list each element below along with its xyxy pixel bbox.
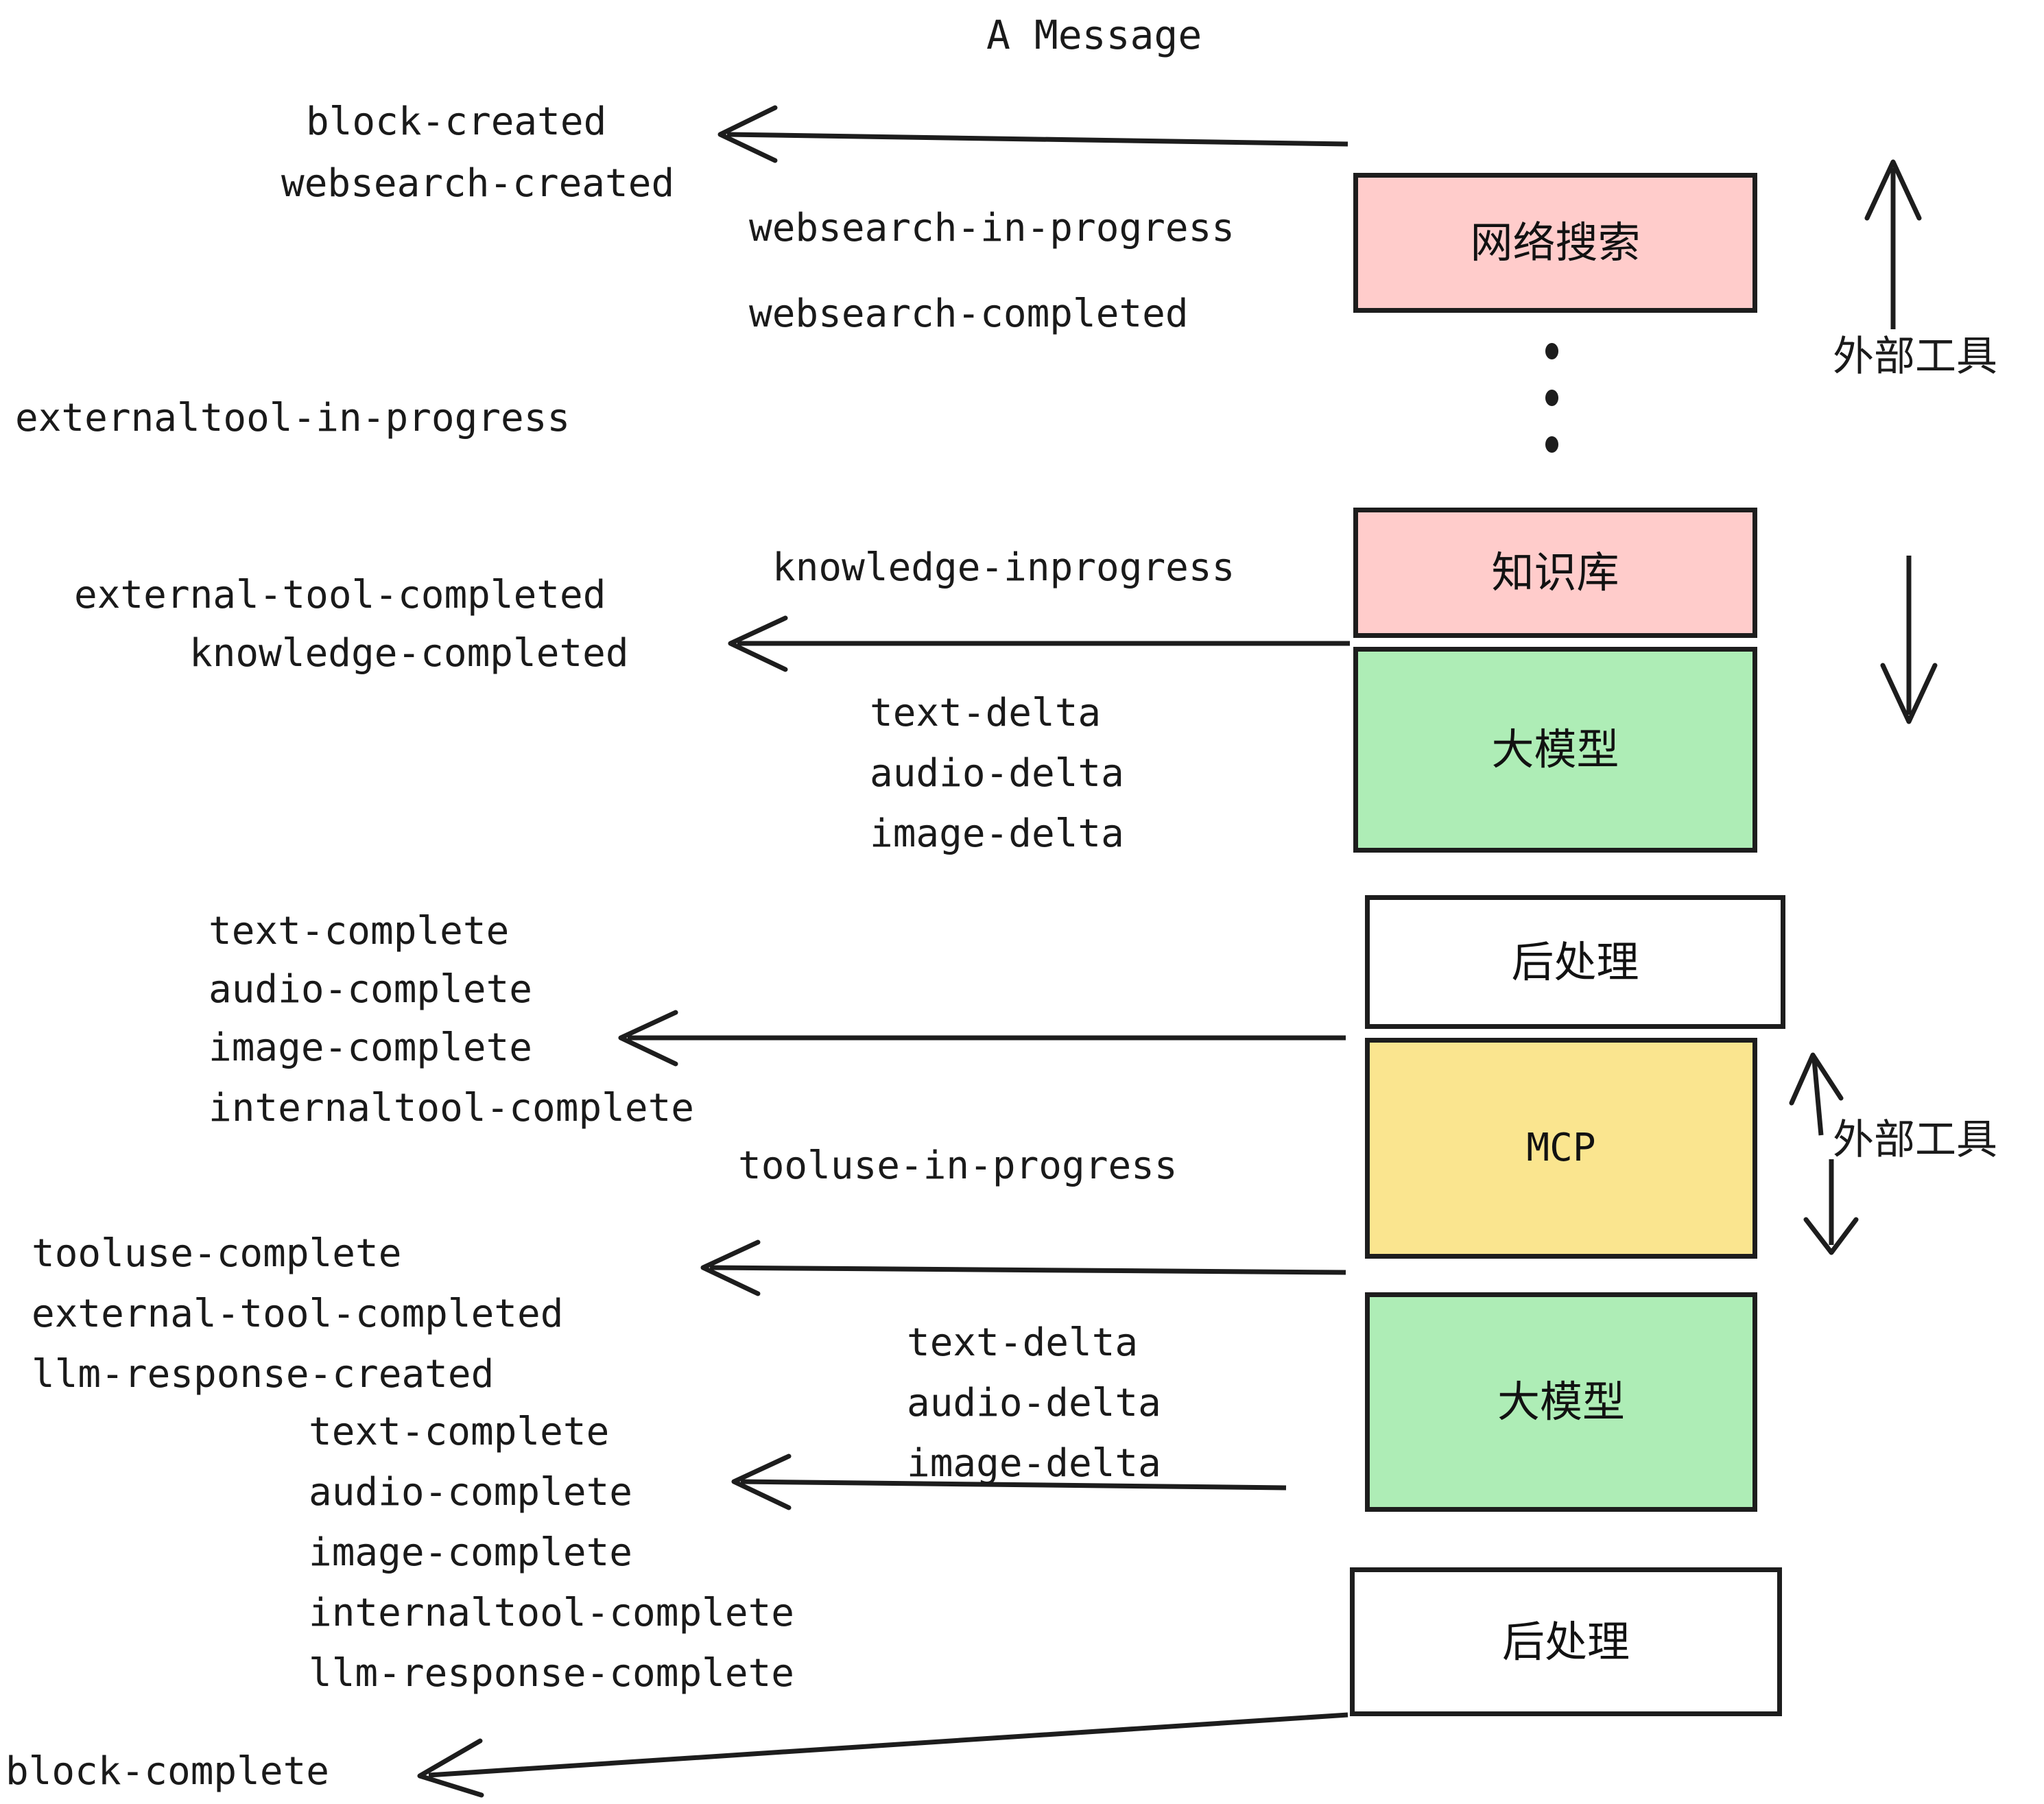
side-label-external-tools-top: 外部工具 [1833,333,1997,381]
arrow-block-complete [417,1712,1348,1798]
arrow-image-complete-top [618,1010,1346,1067]
event-audio-complete-2: audio-complete [309,1470,633,1515]
event-audio-delta-1: audio-delta [870,751,1124,796]
box-postprocess-top[interactable]: 后处理 [1365,895,1785,1029]
box-websearch-label: 网络搜索 [1470,217,1641,268]
event-websearch-completed: websearch-completed [749,292,1189,336]
event-text-complete-2: text-complete [309,1410,610,1454]
double-arrow-external-tools-top [1864,159,1938,724]
box-llm-bottom-label: 大模型 [1497,1377,1625,1427]
box-llm-top[interactable]: 大模型 [1353,647,1757,853]
event-image-complete-2: image-complete [309,1530,633,1575]
event-block-created: block-created [306,99,607,144]
event-image-delta-1: image-delta [870,811,1124,856]
box-mcp[interactable]: MCP [1365,1038,1757,1259]
box-knowledge-label: 知识库 [1491,547,1619,597]
diagram-title: A Message [986,12,1202,58]
event-text-complete-1: text-complete [209,909,510,953]
event-knowledge-completed: knowledge-completed [189,631,629,676]
vertical-ellipsis [1543,343,1560,453]
event-internaltool-complete-1: internaltool-complete [209,1086,695,1130]
event-text-delta-2: text-delta [907,1320,1139,1365]
arrow-websearch-created [717,105,1348,163]
event-block-complete: block-complete [5,1749,330,1794]
event-audio-complete-1: audio-complete [209,967,533,1012]
side-label-external-tools-bottom: 外部工具 [1833,1116,1997,1164]
box-postprocess-bottom[interactable]: 后处理 [1350,1567,1782,1716]
arrow-tooluse-complete [700,1239,1346,1296]
event-tooluse-complete: tooluse-complete [32,1231,402,1276]
box-llm-top-label: 大模型 [1491,724,1619,774]
event-tooluse-in-progress: tooluse-in-progress [738,1143,1178,1188]
event-knowledge-inprogress: knowledge-inprogress [772,545,1235,590]
event-llm-response-complete: llm-response-complete [309,1651,795,1696]
box-postprocess-bottom-label: 后处理 [1501,1616,1630,1667]
box-websearch[interactable]: 网络搜索 [1353,173,1757,313]
box-mcp-label: MCP [1526,1126,1596,1170]
arrow-knowledge-completed [728,615,1350,672]
event-image-complete-1: image-complete [209,1025,533,1070]
event-image-delta-2: image-delta [907,1441,1161,1486]
event-audio-delta-2: audio-delta [907,1381,1161,1425]
event-text-delta-1: text-delta [870,691,1102,735]
box-knowledge[interactable]: 知识库 [1353,508,1757,638]
event-llm-response-created: llm-response-created [32,1352,495,1397]
event-externaltool-in-progress: externaltool-in-progress [15,396,571,440]
event-websearch-in-progress: websearch-in-progress [749,206,1235,250]
event-external-tool-completed-2: external-tool-completed [32,1292,564,1336]
box-llm-bottom[interactable]: 大模型 [1365,1292,1757,1512]
box-postprocess-top-label: 后处理 [1511,936,1639,987]
event-external-tool-completed-1: external-tool-completed [74,573,606,617]
event-websearch-created: websearch-created [281,161,675,206]
event-internaltool-complete-2: internaltool-complete [309,1591,795,1635]
